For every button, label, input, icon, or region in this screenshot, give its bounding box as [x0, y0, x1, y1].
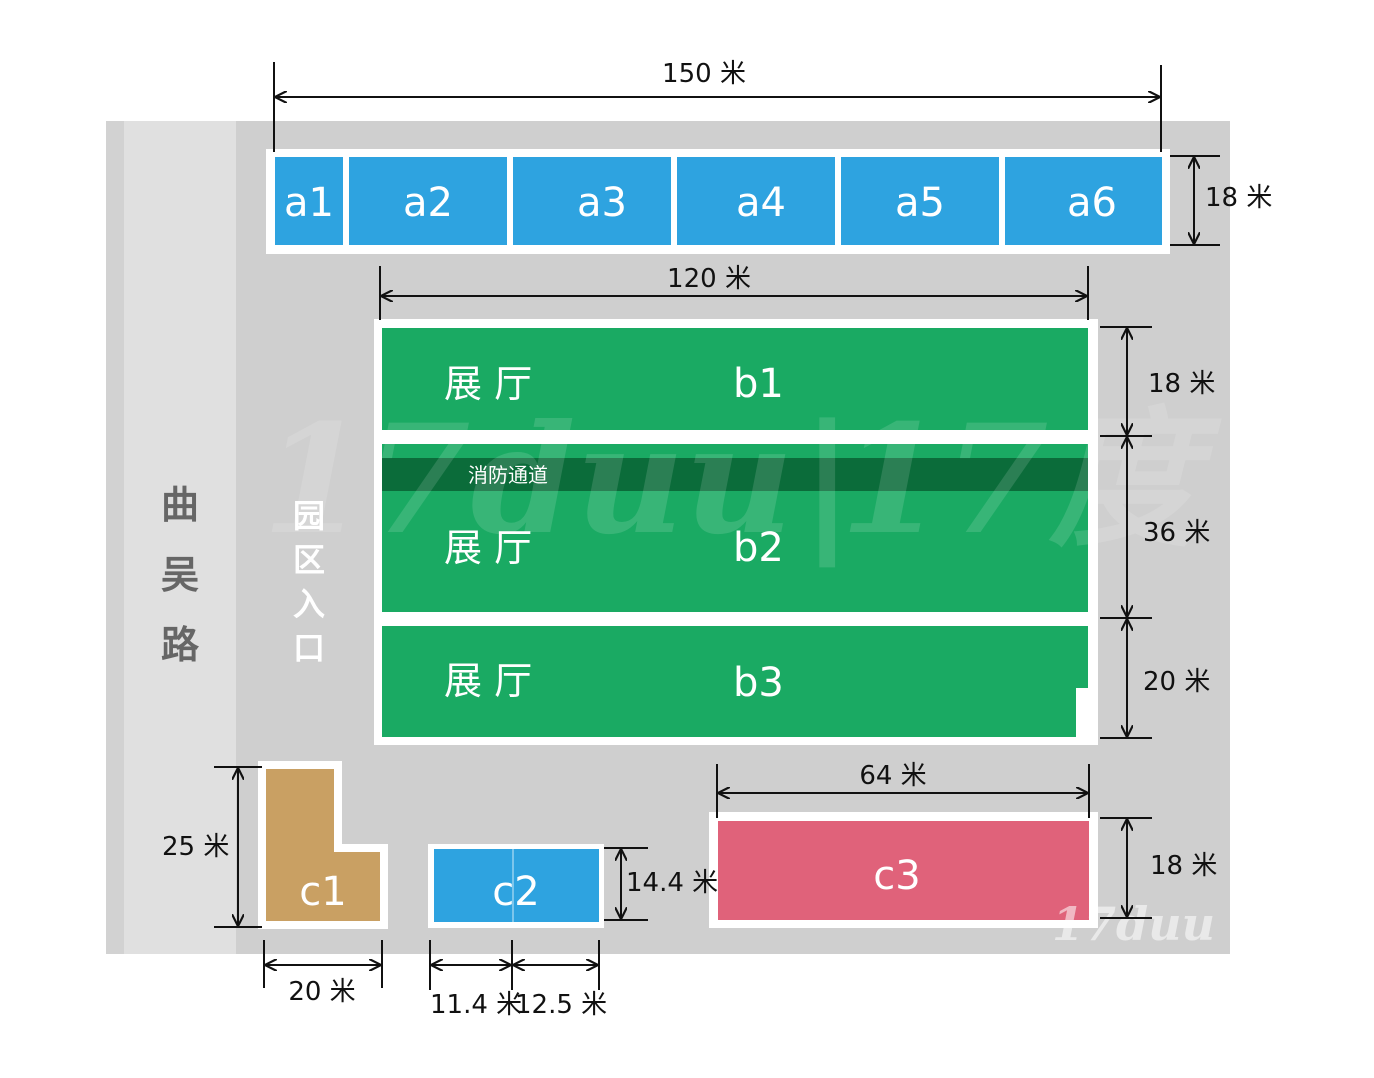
unit-c3-label: c3: [873, 853, 920, 899]
unit-a1-label: a1: [284, 180, 334, 226]
dim-b-width: 120 米: [667, 264, 751, 294]
unit-a2-label: a2: [403, 180, 453, 226]
dim-c1-height: 25 米: [162, 832, 229, 862]
unit-b1-label: b1: [733, 361, 784, 407]
unit-b1[interactable]: [382, 328, 1088, 430]
fire-lane: [382, 458, 1088, 491]
dim-b3-height: 20 米: [1143, 667, 1210, 697]
unit-a5[interactable]: [841, 157, 999, 245]
entrance-label-3: 入: [293, 585, 325, 623]
unit-c1[interactable]: [266, 769, 380, 921]
hall-b1-label: 展 厅: [444, 362, 532, 406]
unit-c3[interactable]: [718, 821, 1089, 920]
dimension-lines: [214, 62, 1220, 990]
unit-b3-label: b3: [733, 660, 784, 706]
watermark-main: 17duu: [262, 392, 794, 568]
fire-lane-label: 消防通道: [468, 463, 548, 487]
unit-a4-label: a4: [736, 180, 786, 226]
dim-b1-height: 18 米: [1148, 369, 1215, 399]
hall-b2-label: 展 厅: [444, 526, 532, 570]
unit-b2-label: b2: [733, 525, 784, 571]
road-label-1: 曲: [161, 483, 199, 527]
dim-c2-left-width: 11.4 米: [430, 990, 522, 1020]
dim-c2-right-width: 12.5 米: [515, 990, 607, 1020]
dim-c3-width: 64 米: [859, 761, 926, 791]
unit-c2[interactable]: [434, 849, 599, 922]
hall-b3-label: 展 厅: [444, 659, 532, 703]
unit-a6[interactable]: [1005, 157, 1162, 245]
road-label-3: 路: [161, 623, 200, 667]
unit-c2-label: c2: [492, 869, 539, 915]
watermark-divider: |: [800, 392, 855, 568]
watermark-corner: 17duu: [1052, 897, 1215, 951]
watermark-cn: 17度: [840, 392, 1222, 568]
unit-a3-label: a3: [577, 180, 627, 226]
dim-b2-height: 36 米: [1143, 518, 1210, 548]
unit-b3[interactable]: [382, 626, 1088, 737]
entrance-label-1: 园: [293, 497, 325, 535]
dim-c3-height: 18 米: [1150, 851, 1217, 881]
unit-a2[interactable]: [349, 157, 507, 245]
unit-a6-label: a6: [1067, 180, 1117, 226]
dim-c2-height: 14.4 米: [626, 868, 718, 898]
road-edge: [106, 121, 124, 954]
entrance-label-4: 口: [293, 629, 325, 667]
road-label-2: 吴: [161, 553, 199, 597]
road: [106, 121, 236, 954]
unit-a3[interactable]: [513, 157, 671, 245]
entrance-label-2: 区: [293, 541, 325, 579]
unit-c1-label: c1: [299, 869, 346, 915]
unit-a5-label: a5: [895, 180, 945, 226]
unit-a4[interactable]: [677, 157, 835, 245]
dim-a-height: 18 米: [1205, 183, 1272, 213]
dim-a-width: 150 米: [662, 59, 746, 89]
dim-c1-width: 20 米: [288, 977, 355, 1007]
unit-a1[interactable]: [275, 157, 343, 245]
